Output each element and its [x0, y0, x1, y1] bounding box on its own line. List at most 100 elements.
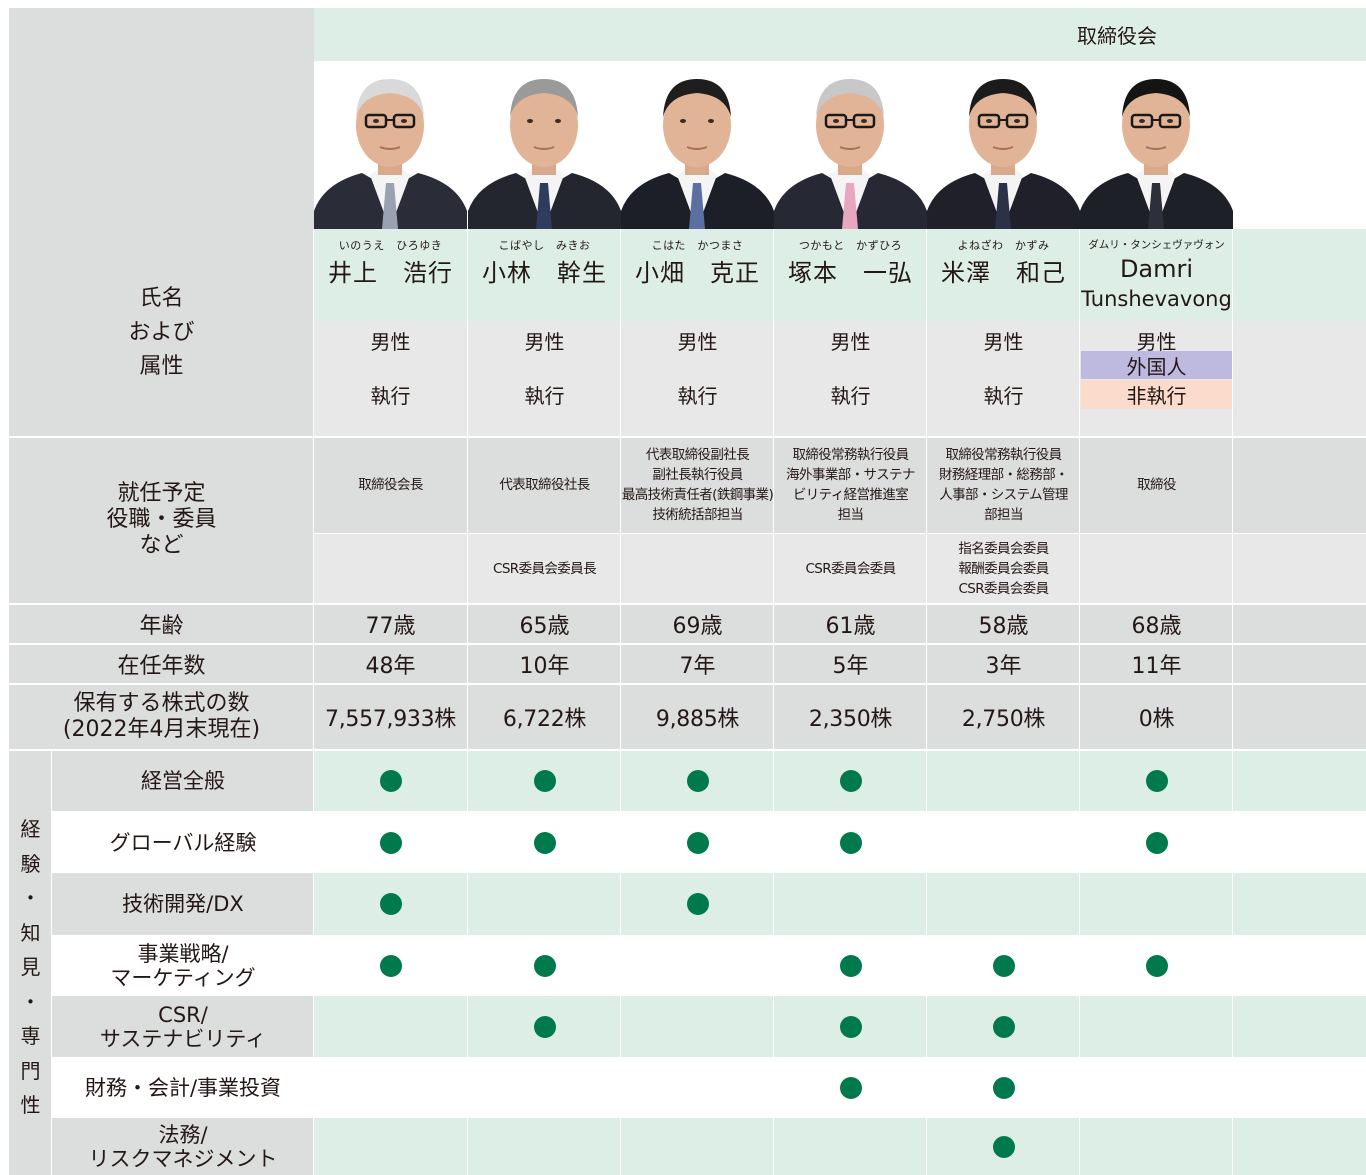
expertise-cell	[1080, 873, 1233, 935]
expertise-cell	[621, 750, 774, 811]
director-attribute-cell: 男性執行	[468, 321, 621, 437]
column-divider	[1232, 229, 1233, 1175]
age-value: 65歳	[468, 604, 621, 644]
director-photo	[468, 61, 621, 229]
director-photo	[1080, 61, 1233, 229]
director-photo	[621, 61, 774, 229]
age-value: 68歳	[1080, 604, 1233, 644]
expertise-cell	[468, 1118, 621, 1175]
position-label-line: 役職・委員	[106, 507, 217, 532]
expertise-cell	[314, 1118, 467, 1175]
expertise-label: 法務/リスクマネジメント	[52, 1118, 314, 1175]
expertise-blank-cell	[1233, 812, 1366, 873]
expertise-cell	[1080, 1057, 1233, 1118]
expertise-dot	[533, 831, 556, 854]
gender-label: 男性	[830, 329, 871, 354]
director-name-cell: よねざわ かずみ米澤 和己	[927, 229, 1080, 321]
expertise-dot	[839, 769, 862, 792]
expertise-cell	[314, 812, 467, 873]
director-furigana: よねざわ かずみ	[957, 239, 1050, 252]
director-name: 小林 幹生	[482, 259, 607, 287]
expertise-label: グローバル経験	[52, 812, 314, 873]
expertise-cell	[468, 935, 621, 996]
shares-label-line: 保有する株式の数	[73, 691, 250, 716]
position-cell: 取締役常務執行役員財務経理部・総務部・人事部・システム管理部担当	[927, 437, 1080, 533]
committee-row-blank	[1233, 534, 1366, 603]
director-furigana: こはた かつまさ	[651, 239, 744, 252]
executive-status: 非執行	[1081, 380, 1232, 409]
position-cell: 代表取締役社長	[468, 437, 621, 533]
nationality-badge: 外国人	[1081, 351, 1232, 379]
expertise-label: CSR/サステナビリティ	[52, 996, 314, 1057]
director-attribute-cell: 男性執行	[621, 321, 774, 437]
position-cell: 取締役常務執行役員海外事業部・サステナビリティ経営推進室担当	[774, 437, 927, 533]
expertise-cell	[927, 873, 1080, 935]
position-label-cell	[9, 437, 314, 603]
tenure-value: 5年	[774, 645, 927, 683]
position-label: 就任予定 役職・委員 など	[9, 437, 314, 603]
expertise-cell	[774, 996, 927, 1057]
executive-status: 執行	[830, 384, 871, 408]
director-name-cell: こはた かつまさ小畑 克正	[621, 229, 774, 321]
portrait-image	[468, 79, 621, 229]
column-divider	[1079, 229, 1080, 1175]
director-furigana: ダムリ・タンシェヴァヴォン	[1088, 239, 1225, 251]
position-line: 技術統括部担当	[652, 507, 743, 523]
position-line: 海外事業部・サステナ	[786, 467, 915, 483]
expertise-label-line: グローバル経験	[109, 830, 257, 855]
director-name-cell: こばやし みきお小林 幹生	[468, 229, 621, 321]
expertise-cell	[927, 1118, 1080, 1175]
shares-row-blank	[1233, 684, 1366, 750]
expertise-dot	[686, 893, 709, 915]
column-divider	[467, 229, 468, 1175]
expertise-group-char: 見	[20, 955, 41, 979]
expertise-cell	[1080, 1118, 1233, 1175]
director-photo	[927, 61, 1080, 229]
shares-value: 6,722株	[468, 684, 621, 750]
expertise-label-line: 技術開発/DX	[122, 892, 244, 916]
position-cell: 代表取締役副社長副社長執行役員最高技術責任者(鉄鋼事業)技術統括部担当	[621, 437, 774, 533]
expertise-dot	[1145, 954, 1168, 977]
expertise-cell	[468, 996, 621, 1057]
expertise-dot	[1145, 831, 1168, 854]
executive-status: 執行	[524, 384, 565, 408]
tenure-value: 7年	[621, 645, 774, 683]
expertise-blank-cell	[1233, 873, 1366, 935]
label-divider	[313, 229, 314, 1175]
expertise-blank-cell	[1233, 996, 1366, 1057]
expertise-dot	[379, 769, 402, 792]
age-value: 61歳	[774, 604, 927, 644]
executive-status: 執行	[370, 384, 411, 408]
tenure-value: 11年	[1080, 645, 1233, 683]
expertise-label-line: 事業戦略/	[137, 941, 229, 966]
committee-line: 報酬委員会委員	[958, 560, 1049, 577]
board-header-label: 取締役会	[1077, 24, 1157, 48]
director-attribute-cell: 男性外国人非執行	[1080, 321, 1233, 437]
portrait-image	[621, 79, 774, 229]
expertise-label: 技術開発/DX	[52, 873, 314, 935]
expertise-cell	[314, 873, 467, 935]
expertise-dot	[686, 831, 709, 854]
expertise-cell	[774, 750, 927, 811]
expertise-group-char: 知	[20, 920, 41, 945]
expertise-cell	[927, 750, 1080, 811]
position-line: 副社長執行役員	[652, 467, 743, 483]
director-name: Tunshevavong	[1081, 287, 1232, 311]
director-name: 小畑 克正	[635, 259, 760, 287]
expertise-dot	[992, 1135, 1015, 1158]
name-attr-label-line: および	[128, 320, 195, 345]
expertise-cell	[1080, 750, 1233, 811]
age-value: 69歳	[621, 604, 774, 644]
expertise-cell	[927, 996, 1080, 1057]
name-attr-label: 氏名 および 属性	[9, 229, 314, 437]
committee-cell	[314, 534, 467, 603]
director-furigana: つかもと かずひろ	[798, 239, 903, 252]
expertise-cell	[774, 812, 927, 873]
gender-label: 男性	[370, 329, 411, 354]
expertise-dot	[379, 831, 402, 854]
position-cell: 取締役会長	[314, 437, 467, 533]
director-photo	[774, 61, 927, 229]
shares-value: 2,750株	[927, 684, 1080, 750]
expertise-group-char: 門	[20, 1058, 41, 1083]
